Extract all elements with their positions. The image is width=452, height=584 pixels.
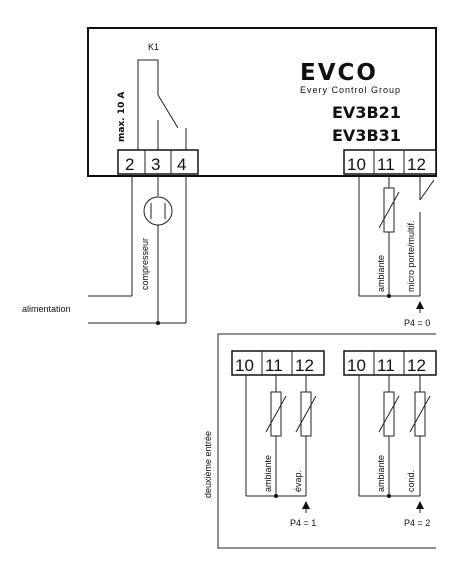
terminal-11: 11 xyxy=(377,155,395,174)
panel-left-terminal-12: 12 xyxy=(295,356,314,375)
brand-logo-text: EVCO xyxy=(300,60,378,86)
relay-wire-common xyxy=(137,59,158,151)
relay-contact xyxy=(157,60,179,129)
panel-left: 10 11 12 ambiante évap. P4 = 1 xyxy=(231,350,325,528)
terminal-4: 4 xyxy=(177,155,186,174)
panel-left-mode: P4 = 1 xyxy=(290,518,316,528)
panel-right-probe-1: ambiante xyxy=(376,455,386,492)
panel-left-terminal-10: 10 xyxy=(235,356,254,375)
panel-right-terminal-11: 11 xyxy=(377,356,395,375)
controller-housing xyxy=(87,27,437,177)
compressor-label: compresseur xyxy=(140,238,150,290)
brand-tagline: Every Control Group xyxy=(300,85,401,95)
p4-0-label: P4 = 0 xyxy=(404,318,430,328)
relay-rating: max. 10 A xyxy=(117,92,127,142)
panel-right-mode: P4 = 2 xyxy=(404,518,430,528)
model-1: EV3B21 xyxy=(332,103,401,122)
panel-right-terminal-12: 12 xyxy=(407,356,426,375)
panel-left-terminal-11: 11 xyxy=(265,356,283,375)
model-2: EV3B31 xyxy=(332,126,401,145)
second-input-bracket xyxy=(217,333,436,549)
input-terminal-block: 10 11 12 xyxy=(343,149,437,175)
second-input-label: deuxième entrée xyxy=(203,431,213,498)
terminal-2: 2 xyxy=(125,155,134,174)
ambient-label: ambiante xyxy=(376,255,386,292)
terminal-3: 3 xyxy=(151,155,160,174)
panel-right: 10 11 12 ambiante cond. P4 = 2 xyxy=(343,350,437,528)
door-switch-label: micro porte/multif. xyxy=(406,220,416,292)
relay-label: K1 xyxy=(148,42,159,52)
terminal-10: 10 xyxy=(347,155,366,174)
panel-right-probe-2: cond. xyxy=(406,470,416,492)
door-switch-contact xyxy=(419,179,435,201)
panel-right-terminal-10: 10 xyxy=(347,356,366,375)
panel-left-probe-2: évap. xyxy=(293,470,303,492)
main-terminal-block: 2 3 4 xyxy=(117,149,199,175)
panel-left-probe-1: ambiante xyxy=(263,455,273,492)
junction-dot xyxy=(156,321,160,325)
junction-dot-probe xyxy=(387,294,391,298)
terminal-12: 12 xyxy=(407,155,426,174)
compressor-symbol xyxy=(143,196,173,226)
evco-logo: EVCO xyxy=(300,60,418,86)
supply-label: alimentation xyxy=(22,304,71,314)
ambient-probe xyxy=(378,187,400,233)
p4-0-arrow xyxy=(416,301,424,313)
